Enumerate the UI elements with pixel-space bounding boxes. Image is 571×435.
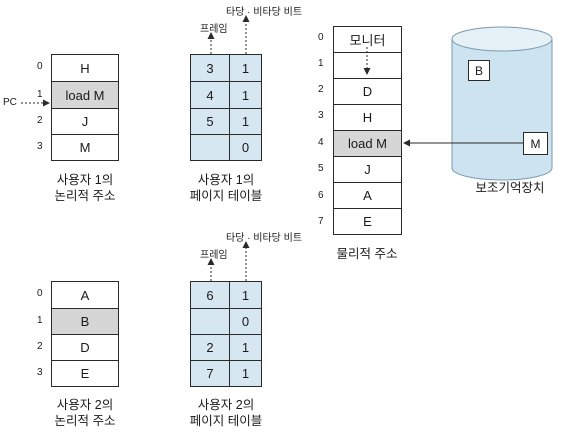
- valid-bit-cell: 1: [229, 334, 262, 361]
- frame-label: 프레임: [200, 250, 228, 261]
- physical-cell: D: [333, 78, 402, 105]
- storage-block-m: M: [523, 132, 548, 155]
- caption-line: 논리적 주소: [54, 189, 116, 203]
- storage-cylinder-icon: [451, 26, 553, 181]
- logical-cell: A: [51, 281, 119, 309]
- page-index: 0: [37, 61, 43, 72]
- page-index: 2: [37, 115, 43, 126]
- frame-cell: 5: [190, 108, 230, 135]
- frame-index: 5: [318, 163, 324, 174]
- frame-index: 0: [318, 32, 324, 43]
- logical-cell: J: [51, 108, 119, 135]
- valid-bit-cell: 1: [229, 360, 262, 387]
- valid-bit-label: 타당 · 비타당 비트: [226, 7, 303, 18]
- valid-bit-cell: 1: [229, 281, 262, 309]
- valid-bit-cell: 1: [229, 81, 262, 109]
- logical-cell: M: [51, 134, 119, 161]
- frame-index: 3: [318, 110, 324, 121]
- logical-cell: D: [51, 334, 119, 361]
- caption: 사용자 1의 논리적 주소: [15, 172, 155, 204]
- caption: 사용자 1의 페이지 테이블: [156, 172, 296, 204]
- page-index: 2: [37, 341, 43, 352]
- frame-index: 4: [318, 137, 324, 148]
- caption-line: 사용자 1의: [56, 173, 114, 187]
- frame-cell: [190, 308, 230, 335]
- frame-cell: 6: [190, 281, 230, 309]
- frame-index: 1: [318, 58, 324, 69]
- physical-cell-highlighted: load M: [333, 130, 402, 157]
- frame-index: 6: [318, 190, 324, 201]
- pc-label: PC: [3, 97, 17, 108]
- frame-cell: [190, 134, 230, 161]
- storage-block-b: B: [468, 60, 490, 81]
- caption: 사용자 2의 페이지 테이블: [156, 397, 296, 429]
- page-index: 1: [37, 315, 43, 326]
- frame-cell: 3: [190, 54, 230, 82]
- valid-bit-cell: 1: [229, 54, 262, 82]
- physical-cell-empty: [333, 52, 402, 79]
- valid-bit-label: 타당 · 비타당 비트: [226, 233, 303, 244]
- page-index: 0: [37, 288, 43, 299]
- caption-line: 페이지 테이블: [189, 189, 263, 203]
- caption: 물리적 주소: [336, 247, 398, 261]
- valid-bit-cell: 0: [229, 134, 262, 161]
- frame-index: 7: [318, 216, 324, 227]
- logical-cell: E: [51, 360, 119, 387]
- caption: 사용자 2의 논리적 주소: [15, 397, 155, 429]
- page-index: 3: [37, 367, 43, 378]
- caption-line: 페이지 테이블: [189, 414, 263, 428]
- frame-cell: 7: [190, 360, 230, 387]
- valid-bit-cell: 0: [229, 308, 262, 335]
- frame-cell: 2: [190, 334, 230, 361]
- physical-cell: J: [333, 156, 402, 183]
- physical-cell: H: [333, 104, 402, 131]
- logical-cell-highlighted: B: [51, 308, 119, 335]
- frame-cell: 4: [190, 81, 230, 109]
- caption-line: 사용자 1의: [197, 173, 255, 187]
- caption: 보조기억장치: [475, 181, 545, 195]
- frame-label: 프레임: [200, 24, 228, 35]
- logical-cell-highlighted: load M: [51, 81, 119, 109]
- page-index: 3: [37, 141, 43, 152]
- physical-cell: A: [333, 182, 402, 209]
- caption-line: 사용자 2의: [197, 398, 255, 412]
- logical-cell: H: [51, 54, 119, 82]
- caption-line: 논리적 주소: [54, 414, 116, 428]
- physical-cell: E: [333, 208, 402, 235]
- valid-bit-cell: 1: [229, 108, 262, 135]
- caption-line: 사용자 2의: [56, 398, 114, 412]
- physical-cell: 모니터: [333, 26, 402, 53]
- page-index: 1: [37, 89, 43, 100]
- frame-index: 2: [318, 84, 324, 95]
